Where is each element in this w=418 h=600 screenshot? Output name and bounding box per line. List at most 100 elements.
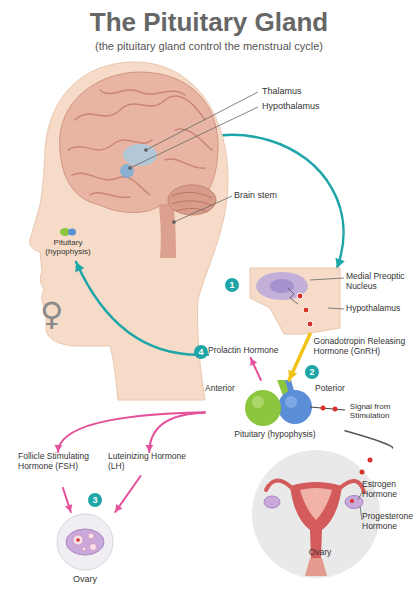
- leader-dot: [145, 149, 148, 152]
- nucleus-label: Medial Preoptic Nucleus: [346, 272, 408, 292]
- connector: [63, 488, 72, 512]
- gland-label: Pituitary (hypophysis): [219, 430, 331, 440]
- pituitary-zoom: AnteriorPoteriorPituitary (hypophysis): [205, 380, 345, 442]
- uterus-circle-outline-part: [252, 450, 380, 578]
- hormone-label: Prolactin Hormone: [208, 346, 288, 356]
- connector-line: [115, 476, 140, 512]
- gland-marker-outline-part: [60, 228, 70, 236]
- leader-dot: [129, 167, 132, 170]
- connector: [146, 413, 205, 452]
- hypothalamus-zoom-outline-part: [297, 293, 303, 299]
- hormone-box: Luteinizing Hormone (LH): [108, 452, 190, 476]
- hypothalamus-zoom-outline: [240, 268, 410, 334]
- leader-line: [130, 107, 258, 168]
- hypothalamus-zoom-outline-part: [303, 307, 309, 313]
- uterus-circle-outline-part: [360, 470, 365, 475]
- uterus-circle-outline-part: [360, 506, 362, 520]
- uterus-circle: Estrogen HormoneProgesterone HormoneOvar…: [250, 448, 415, 583]
- connector: [81, 135, 345, 268]
- gyrus: [175, 129, 212, 150]
- organ-label: Ovary: [300, 548, 340, 558]
- uterus-circle-outline-part: [345, 496, 363, 509]
- organ-label: Ovary: [52, 574, 118, 584]
- pituitary-zoom-outline-part: [245, 390, 281, 426]
- diagram-title: The Pituitary Gland: [0, 8, 418, 38]
- hypothalamus-zoom-outline-part: [328, 308, 344, 309]
- female-symbol: ♀: [40, 296, 80, 333]
- hypothalamus-zoom-outline-part: [288, 288, 298, 304]
- gyrus: [90, 193, 130, 198]
- subtitle: (the pituitary gland control the menstru…: [0, 40, 418, 53]
- uterus-circle-outline-part: [358, 492, 362, 500]
- hormone-box: Follicle Stimulating Hormone (FSH): [18, 452, 96, 488]
- ovary-circle-outline-part: [90, 544, 97, 551]
- hypothalamus-highlight: [120, 164, 134, 178]
- connector-line: [81, 135, 344, 268]
- brain: [60, 72, 218, 213]
- connector: [75, 262, 208, 355]
- ovary-circle: Ovary: [52, 512, 118, 598]
- hypothalamus-zoom: Medial Preoptic NucleusHypothalamus: [240, 268, 410, 334]
- connector-line: [58, 412, 205, 452]
- hormone-label: Luteinizing Hormone (LH): [108, 452, 190, 472]
- connector: [345, 431, 392, 448]
- fold: [172, 201, 213, 206]
- connector-line: [63, 488, 71, 512]
- lobe-label: Anterior: [205, 384, 245, 394]
- hypothalamus-zoom-outline-part: [270, 279, 294, 293]
- pituitary-zoom-outline-part: [333, 407, 338, 412]
- leader-line: [146, 92, 258, 150]
- hypothalamus-zoom-outline-part: [256, 272, 308, 300]
- arrow-head: [65, 504, 72, 512]
- pituitary-zoom-outline: [205, 380, 345, 442]
- uterus-circle-outline-part: [305, 558, 327, 576]
- pituitary-zoom-outline-part: [321, 406, 326, 411]
- head-silhouette: [30, 62, 228, 400]
- pituitary-zoom-outline-part: [252, 396, 264, 408]
- connector-line: [251, 358, 261, 380]
- arrow-head: [250, 358, 257, 366]
- gland-label: Pituitary (hypophysis): [38, 238, 98, 256]
- pituitary-zoom-outline-part: [285, 396, 297, 408]
- region-label: Hypothalamus: [346, 304, 408, 314]
- arrow-head: [55, 445, 63, 452]
- cerebellum: [168, 185, 216, 215]
- leader-lines: [129, 92, 259, 224]
- gland-marker-outline: [38, 226, 98, 262]
- arrow-head: [75, 262, 84, 272]
- uterus-circle-outline-part: [264, 496, 280, 508]
- gland-marker-outline-part: [68, 229, 76, 236]
- uterus-circle-outline-part: [340, 481, 364, 492]
- ovary-circle-outline-part: [57, 514, 113, 570]
- pituitary-zoom-outline-part: [277, 380, 293, 396]
- arrow-head: [288, 370, 297, 380]
- connector-line: [149, 413, 205, 452]
- leader-dot: [173, 221, 176, 224]
- arrow-head: [335, 258, 344, 268]
- fold: [176, 208, 208, 212]
- ovary-circle-outline-part: [82, 547, 86, 551]
- ovary-circle-outline-part: [88, 533, 94, 539]
- cerebellum-folds: [172, 192, 213, 212]
- connector-line: [76, 262, 208, 355]
- arrow-head: [115, 504, 122, 512]
- fold: [172, 192, 212, 198]
- callout-number: 2: [305, 365, 319, 379]
- gyrus: [100, 90, 185, 95]
- part-label: Hypothalamus: [262, 101, 342, 111]
- arrow-head: [146, 445, 154, 452]
- connector-line: [345, 431, 392, 448]
- connector: [250, 358, 261, 380]
- callout-number: 1: [225, 278, 239, 292]
- callout-number: 4: [194, 345, 208, 359]
- thalamus-highlight: [123, 144, 157, 166]
- uterus-circle-outline-part: [290, 482, 342, 558]
- hypothalamus-zoom-outline-part: [250, 268, 340, 334]
- uterus-circle-outline-part: [300, 488, 332, 520]
- pituitary-zoom-outline-part: [285, 380, 295, 394]
- connector-label: Gonadotropin Releasing Hormone (GnRH): [314, 337, 409, 357]
